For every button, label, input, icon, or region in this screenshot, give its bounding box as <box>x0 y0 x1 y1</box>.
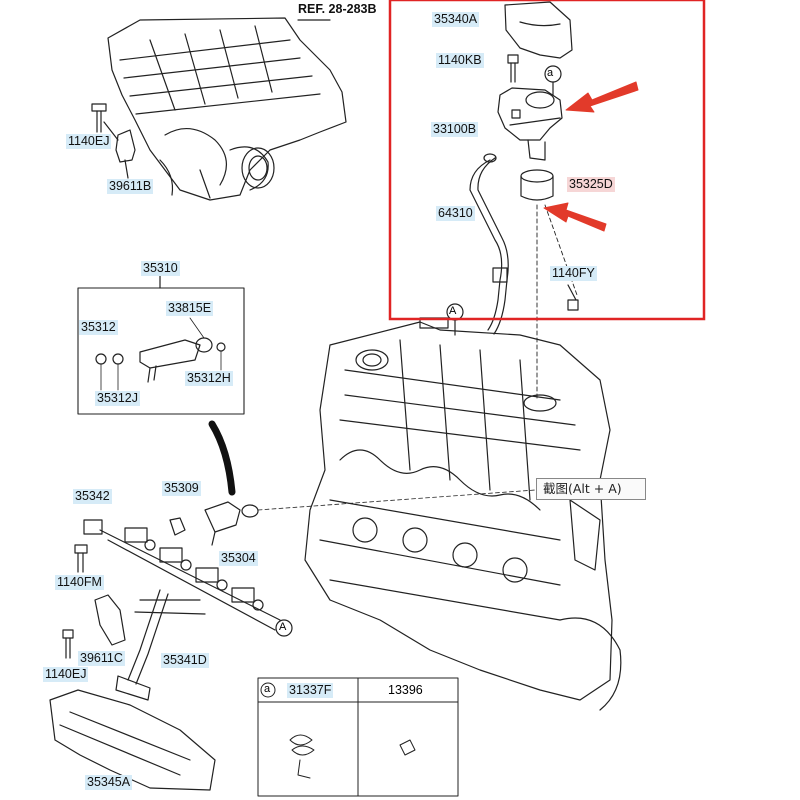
table-callout-letter: a <box>264 683 271 695</box>
part-35342[interactable]: 35342 <box>73 489 112 504</box>
part-35310[interactable]: 35310 <box>141 261 180 276</box>
connector-a-letter-bottom: A <box>279 621 287 633</box>
engine-block-drawing <box>304 303 622 711</box>
part-39611C[interactable]: 39611C <box>78 651 125 666</box>
part-33815E[interactable]: 33815E <box>166 301 214 316</box>
part-1140EJ-top[interactable]: 1140EJ <box>66 134 112 149</box>
part-35325D[interactable]: 35325D <box>567 177 615 192</box>
red-arrows <box>543 81 639 232</box>
part-1140FM[interactable]: 1140FM <box>55 575 104 590</box>
part-64310[interactable]: 64310 <box>436 206 475 221</box>
bolt-and-bracket-top <box>91 103 136 179</box>
part-1140FY[interactable]: 1140FY <box>550 266 597 281</box>
part-35312[interactable]: 35312 <box>79 320 118 335</box>
engine-cover-drawing <box>49 689 216 791</box>
part-1140KB[interactable]: 1140KB <box>436 53 484 68</box>
part-35312H[interactable]: 35312H <box>185 371 233 386</box>
part-35309[interactable]: 35309 <box>162 481 201 496</box>
part-1140EJ-bottom[interactable]: 1140EJ <box>43 667 89 682</box>
part-35304[interactable]: 35304 <box>219 551 258 566</box>
screenshot-tooltip: 截图(Alt + A) <box>536 478 646 500</box>
table-part-13396[interactable]: 13396 <box>388 683 423 697</box>
table-part-31337F[interactable]: 31337F <box>287 683 334 698</box>
connector-a-letter-top: A <box>449 305 457 317</box>
part-39611B[interactable]: 39611B <box>107 179 154 194</box>
parts-table-grid <box>257 677 459 797</box>
highlight-frame <box>388 0 706 321</box>
fuel-pump-assembly-drawing <box>469 1 579 401</box>
callout-a-letter: a <box>547 67 554 79</box>
part-35345A[interactable]: 35345A <box>85 775 133 790</box>
fuel-rail-drawing <box>62 489 536 701</box>
reference-label: REF. 28-283B <box>298 2 377 16</box>
intake-manifold-drawing <box>107 17 347 201</box>
part-35341D[interactable]: 35341D <box>161 653 209 668</box>
injector-kit-box <box>77 275 245 415</box>
part-35340A[interactable]: 35340A <box>432 12 480 27</box>
part-33100B[interactable]: 33100B <box>431 122 479 137</box>
part-35312J[interactable]: 35312J <box>95 391 141 406</box>
